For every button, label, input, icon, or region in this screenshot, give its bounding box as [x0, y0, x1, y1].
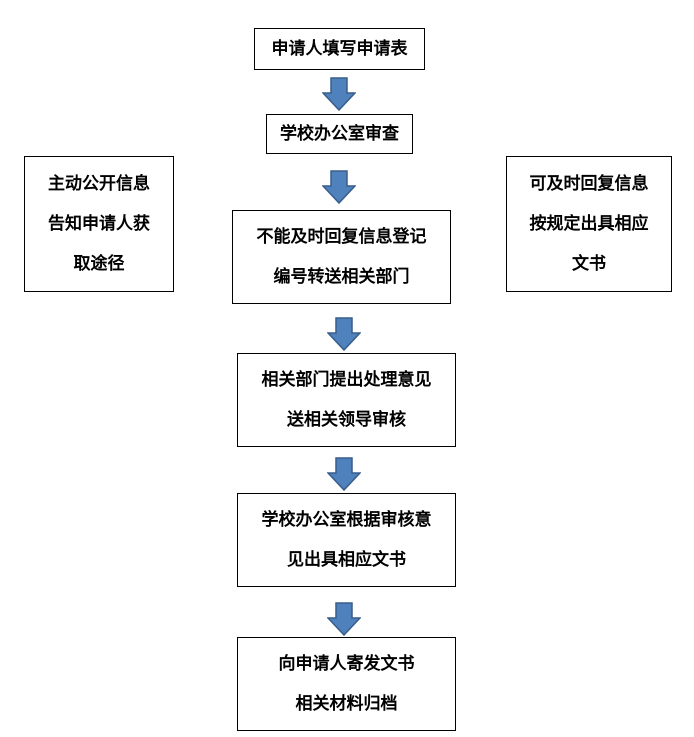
step-fill-application-text: 申请人填写申请表 [271, 39, 408, 59]
step-mail-and-archive-line-2: 相关材料归档 [295, 694, 398, 714]
step-office-review-text: 学校办公室审查 [280, 124, 399, 144]
branch-proactive-disclosure-line-1: 主动公开信息 [48, 174, 150, 194]
down-arrow-icon [327, 317, 361, 351]
down-arrow-icon [322, 170, 356, 204]
step-department-opinion-line-1: 相关部门提出处理意见 [261, 370, 432, 390]
down-arrow-icon [327, 602, 361, 636]
branch-proactive-disclosure-line-3: 取途径 [73, 254, 125, 274]
branch-timely-reply-line-1: 可及时回复信息 [529, 174, 649, 194]
step-office-review: 学校办公室审查 [266, 114, 413, 154]
step-issue-document-line-1: 学校办公室根据审核意 [261, 510, 432, 530]
step-issue-document: 学校办公室根据审核意 见出具相应文书 [237, 493, 456, 587]
branch-proactive-disclosure-line-2: 告知申请人获 [48, 214, 150, 234]
branch-proactive-disclosure: 主动公开信息 告知申请人获 取途径 [24, 156, 174, 292]
branch-timely-reply-line-2: 按规定出具相应 [529, 214, 649, 234]
branch-timely-reply-line-3: 文书 [572, 254, 606, 274]
step-mail-and-archive: 向申请人寄发文书 相关材料归档 [237, 637, 456, 731]
step-register-forward-line-2: 编号转送相关部门 [273, 267, 410, 287]
step-department-opinion: 相关部门提出处理意见 送相关领导审核 [237, 353, 456, 447]
step-department-opinion-line-2: 送相关领导审核 [287, 410, 406, 430]
down-arrow-icon [322, 77, 356, 111]
step-register-forward: 不能及时回复信息登记 编号转送相关部门 [232, 210, 451, 304]
step-fill-application: 申请人填写申请表 [254, 28, 425, 70]
branch-timely-reply: 可及时回复信息 按规定出具相应 文书 [506, 156, 672, 292]
down-arrow-icon [327, 457, 361, 491]
step-mail-and-archive-line-1: 向申请人寄发文书 [278, 654, 415, 674]
step-register-forward-line-1: 不能及时回复信息登记 [256, 227, 427, 247]
step-issue-document-line-2: 见出具相应文书 [287, 550, 406, 570]
